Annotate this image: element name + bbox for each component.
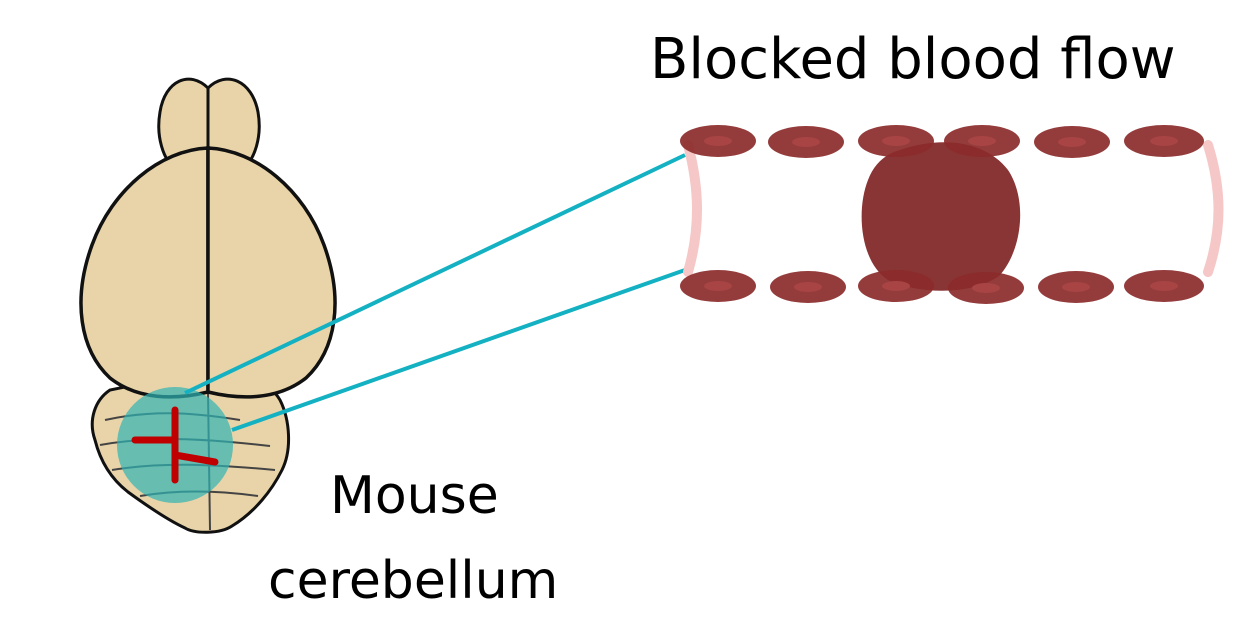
right-hemisphere bbox=[208, 148, 335, 397]
diagram-title: Blocked blood flow bbox=[650, 32, 1176, 88]
region-label-line1: Mouse bbox=[330, 470, 499, 522]
vessel-wall-left bbox=[688, 145, 697, 272]
mouse-brain-illustration bbox=[81, 79, 335, 532]
blood-clot bbox=[862, 142, 1021, 290]
region-label-line2: cerebellum bbox=[268, 555, 558, 607]
vessel-wall-right bbox=[1208, 145, 1219, 272]
blood-vessel-illustration bbox=[680, 125, 1219, 304]
left-hemisphere bbox=[81, 148, 208, 397]
